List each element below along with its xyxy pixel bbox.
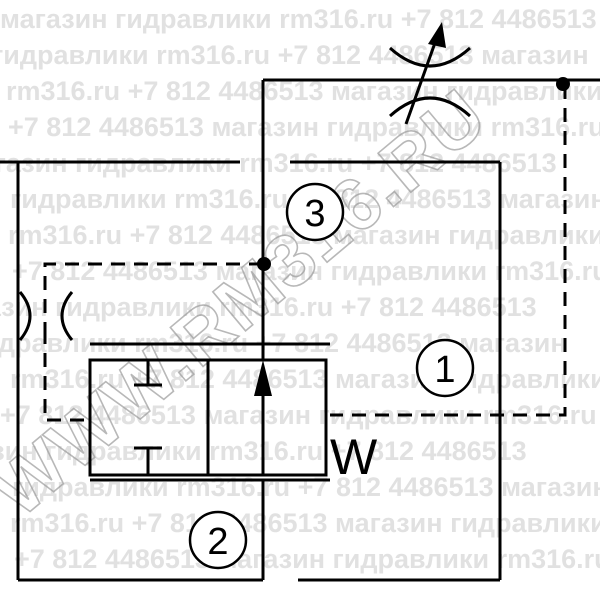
junction-dot bbox=[257, 257, 271, 271]
watermark: магазин гидравлики rm316.ru +7 812 44865… bbox=[0, 4, 600, 574]
solid-lines bbox=[0, 78, 600, 582]
adjustable-throttle bbox=[388, 22, 472, 125]
blocked-port-top bbox=[134, 360, 162, 387]
watermark-line: гидравлики rm316.ru +7 812 4486513 магаз… bbox=[0, 40, 589, 70]
port-3: 3 bbox=[285, 182, 345, 242]
watermark-line: rm316.ru +7 812 4486513 магазин гидравли… bbox=[10, 364, 600, 394]
watermark-line: гидравлики rm316.ru +7 812 4486513 магаз… bbox=[12, 472, 600, 502]
port-1-label: 1 bbox=[434, 349, 455, 391]
spring-label: W bbox=[330, 429, 378, 485]
adjustable-arrow-icon bbox=[428, 22, 446, 48]
pilot-line-left bbox=[43, 262, 263, 330]
watermark-line: +7 812 4486513 магазин гидравлики rm316.… bbox=[12, 256, 600, 286]
pilot-lines bbox=[43, 85, 567, 422]
port-1: 1 bbox=[415, 338, 475, 398]
junction-dot bbox=[556, 77, 570, 91]
fixed-orifice bbox=[18, 291, 74, 341]
watermark-line: +7 812 4486513 магазин гидравлики rm316.… bbox=[8, 112, 600, 142]
port-2-label: 2 bbox=[207, 521, 228, 563]
port-2: 2 bbox=[188, 510, 248, 570]
flow-arrow-icon bbox=[254, 360, 272, 396]
valve-body bbox=[88, 342, 330, 482]
blocked-port-bottom bbox=[134, 446, 162, 475]
watermark-line: магазин гидравлики rm316.ru +7 812 44865… bbox=[0, 292, 537, 322]
port-3-label: 3 bbox=[304, 193, 325, 235]
watermark-line: rm316.ru +7 812 4486513 магазин гидравли… bbox=[10, 508, 600, 538]
pilot-line-right bbox=[330, 85, 567, 417]
pilot-line-left-lower bbox=[43, 330, 90, 422]
watermark-line: магазин гидравлики rm316.ru +7 812 44865… bbox=[0, 4, 597, 34]
watermark-line: +7 812 4486513 магазин гидравлики rm316.… bbox=[14, 544, 600, 574]
